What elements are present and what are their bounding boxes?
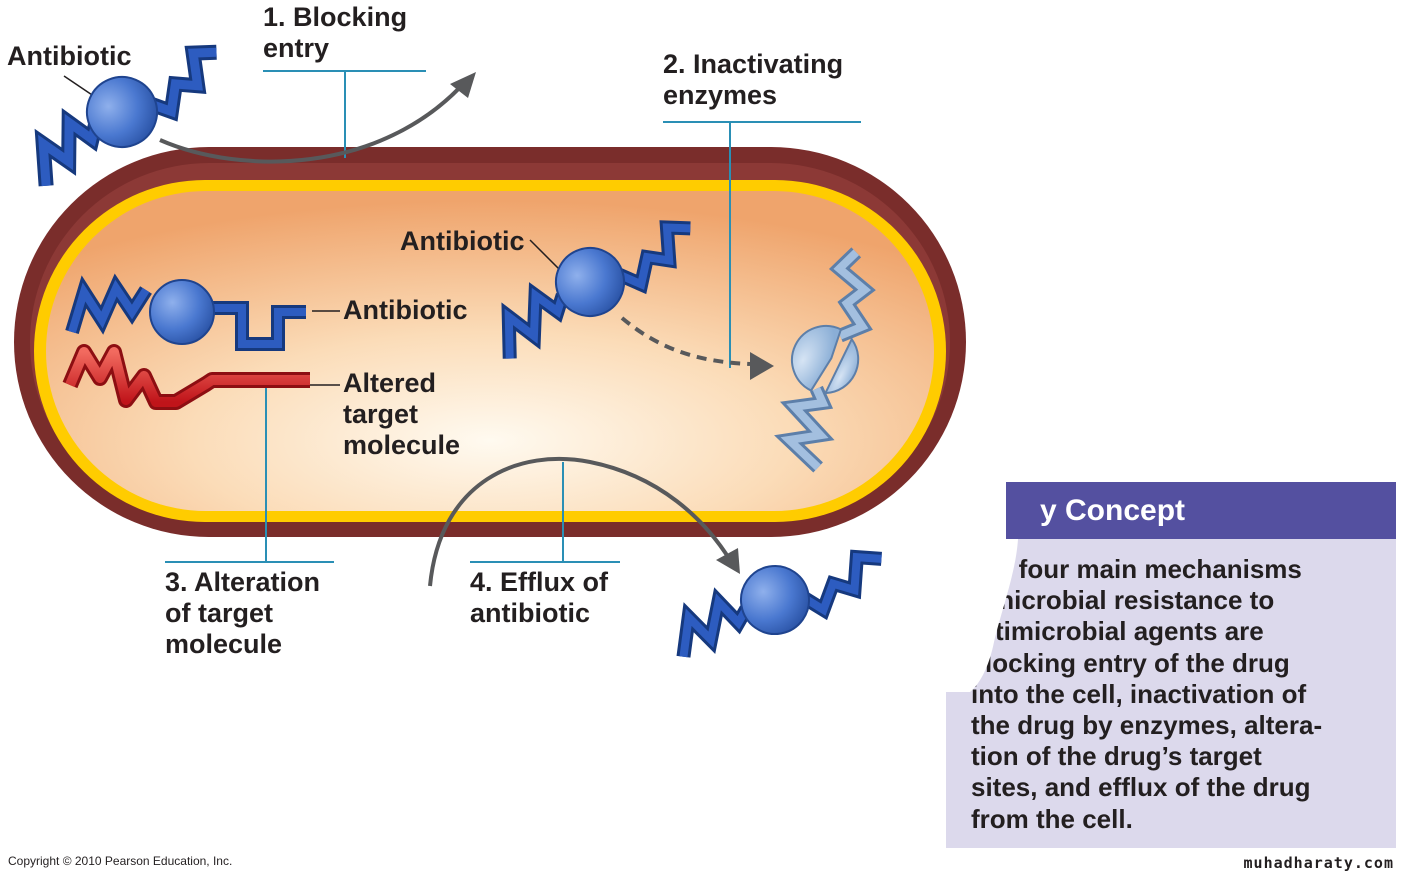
key-concept-line: from the cell. xyxy=(971,803,1133,834)
label-efflux-line2: antibiotic xyxy=(470,598,590,628)
label-inactivating-line1: Inactivating xyxy=(693,49,844,79)
label-altered-line3: molecule xyxy=(343,430,461,460)
key-concept-line: sites, and efflux of the drug xyxy=(971,772,1311,803)
key-concept-line: timicrobial agents are xyxy=(995,616,1264,647)
leader-lines xyxy=(165,70,861,563)
altered-target-molecule xyxy=(62,344,310,410)
label-alteration-line2: of target xyxy=(165,598,273,628)
key-concept-line: tion of the drug’s target xyxy=(971,741,1262,772)
label-blocking-line2: entry xyxy=(263,33,330,63)
key-concept-line: microbial resistance to xyxy=(991,585,1275,616)
label-blocking-number: 1. xyxy=(263,2,286,32)
key-concept-line: locking entry of the drug xyxy=(985,647,1290,678)
label-antibiotic-outside: Antibiotic xyxy=(7,41,132,71)
label-altered-line2: target xyxy=(343,399,419,429)
key-concept-header xyxy=(1006,482,1396,539)
label-blocking-entry: 1. Blocking entry xyxy=(263,2,407,64)
label-alteration-of-target: 3. Alteration of target molecule xyxy=(165,567,320,660)
label-altered-target: Altered target molecule xyxy=(343,368,460,461)
bacterial-cell xyxy=(14,147,966,537)
key-concept-line: into the cell, inactivation of xyxy=(971,678,1307,709)
label-alteration-line3: molecule xyxy=(165,629,283,659)
key-concept-text: e four main mechanisms microbial resista… xyxy=(971,554,1381,835)
label-inactivating-line2: enzymes xyxy=(663,80,778,110)
label-blocking-line1: Blocking xyxy=(293,2,408,32)
inactivated-antibiotic xyxy=(774,247,876,473)
antibiotic-molecule-outside xyxy=(34,44,217,187)
label-altered-line1: Altered xyxy=(343,368,437,398)
key-concept-box xyxy=(946,482,1396,848)
label-inactivating-enzymes: 2. Inactivating enzymes xyxy=(663,49,843,111)
watermark-text: muhadharaty.com xyxy=(1243,854,1394,872)
label-alteration-number: 3. xyxy=(165,567,188,597)
antibiotic-molecule-inside xyxy=(501,220,691,359)
key-concept-occluder xyxy=(946,482,1018,692)
label-efflux-line1: Efflux of xyxy=(500,567,609,597)
key-concept-line: the drug by enzymes, altera- xyxy=(971,710,1323,741)
efflux-arrow xyxy=(428,457,732,587)
blocking-entry-arrow xyxy=(159,78,469,164)
antibiotic-molecule-effluxed xyxy=(676,549,882,658)
antibiotic-molecule-target xyxy=(65,273,306,351)
key-concept-title: y Concept xyxy=(1040,494,1186,527)
copyright-text: Copyright © 2010 Pearson Education, Inc. xyxy=(8,854,233,868)
label-efflux: 4. Efflux of antibiotic xyxy=(470,567,608,629)
label-antibiotic-inside: Antibiotic xyxy=(400,226,525,256)
label-antibiotic-bound: Antibiotic xyxy=(343,295,468,325)
inactivation-arrow xyxy=(620,316,751,366)
label-inactivating-number: 2. xyxy=(663,49,686,79)
label-efflux-number: 4. xyxy=(470,567,493,597)
cytoplasm xyxy=(46,191,934,511)
label-alteration-line1: Alteration xyxy=(194,567,321,597)
key-concept-line: e four main mechanisms xyxy=(997,554,1302,584)
